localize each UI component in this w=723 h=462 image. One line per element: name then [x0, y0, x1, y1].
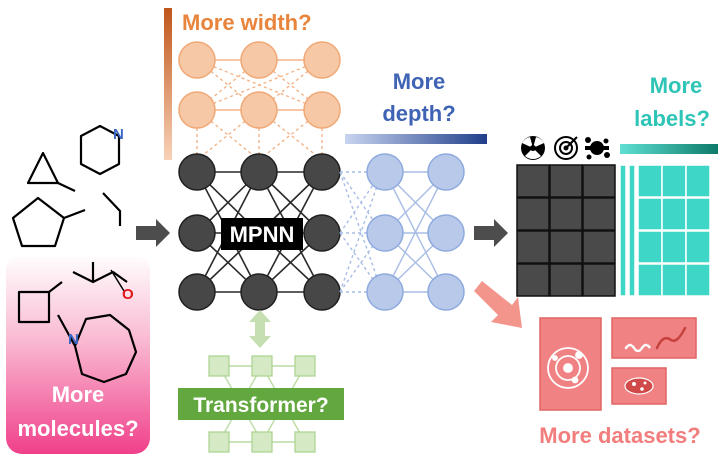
radiation-icon	[521, 136, 545, 160]
more-molecules-label-line1: More	[52, 382, 105, 407]
nitrogen-atom-label-2: N	[68, 331, 79, 348]
more-depth-label-line2: depth?	[382, 101, 455, 126]
transformer-double-arrow	[249, 310, 271, 348]
width-gradient-bar	[164, 8, 172, 160]
splat-icon	[585, 137, 610, 160]
transformer-label: Transformer?	[193, 394, 328, 417]
arrow-into-labels-grid	[474, 219, 508, 247]
bacteria-icon	[624, 377, 654, 395]
cyclopropane-molecule	[26, 151, 60, 185]
dataset-panel-radar	[539, 317, 602, 411]
mpnn-label-box	[221, 218, 303, 250]
transformer-label-box	[178, 388, 344, 420]
depth-nodes	[366, 153, 465, 311]
transformer-nodes	[208, 355, 316, 453]
more-labels-label-line2: labels?	[634, 106, 710, 131]
azocane-molecule	[73, 313, 138, 384]
cyclobutane-molecule	[17, 290, 51, 324]
arrow-into-datasets	[474, 281, 522, 328]
more-width-label: More width?	[182, 10, 312, 35]
aldehyde-molecule	[72, 270, 128, 284]
width-nodes	[178, 41, 341, 129]
molecules-group	[6, 124, 150, 454]
labels-grid-teal	[619, 164, 711, 297]
ethyl-molecule	[102, 192, 122, 226]
labels-gradient-bar	[620, 144, 718, 154]
labels-grid-dark	[516, 164, 616, 297]
depth-gradient-bar	[345, 134, 487, 144]
more-depth-label-line1: More	[393, 69, 446, 94]
mpnn-label: MPNN	[230, 222, 295, 247]
more-labels-label-line1: More	[650, 73, 703, 98]
target-icon	[554, 136, 578, 160]
mpnn-nodes	[178, 153, 341, 311]
dataset-panel-protein	[611, 317, 697, 359]
radar-icon	[547, 347, 589, 389]
oxygen-atom-label: O	[122, 286, 134, 303]
arrow-into-mpnn	[136, 219, 170, 247]
cyclopentane-molecule	[11, 196, 66, 248]
protein-icon	[624, 326, 687, 353]
more-datasets-label: More datasets?	[539, 423, 700, 448]
more-molecules-label-line2: molecules?	[17, 416, 138, 441]
piperidine-molecule	[79, 124, 121, 176]
nitrogen-atom-label: N	[113, 126, 124, 143]
